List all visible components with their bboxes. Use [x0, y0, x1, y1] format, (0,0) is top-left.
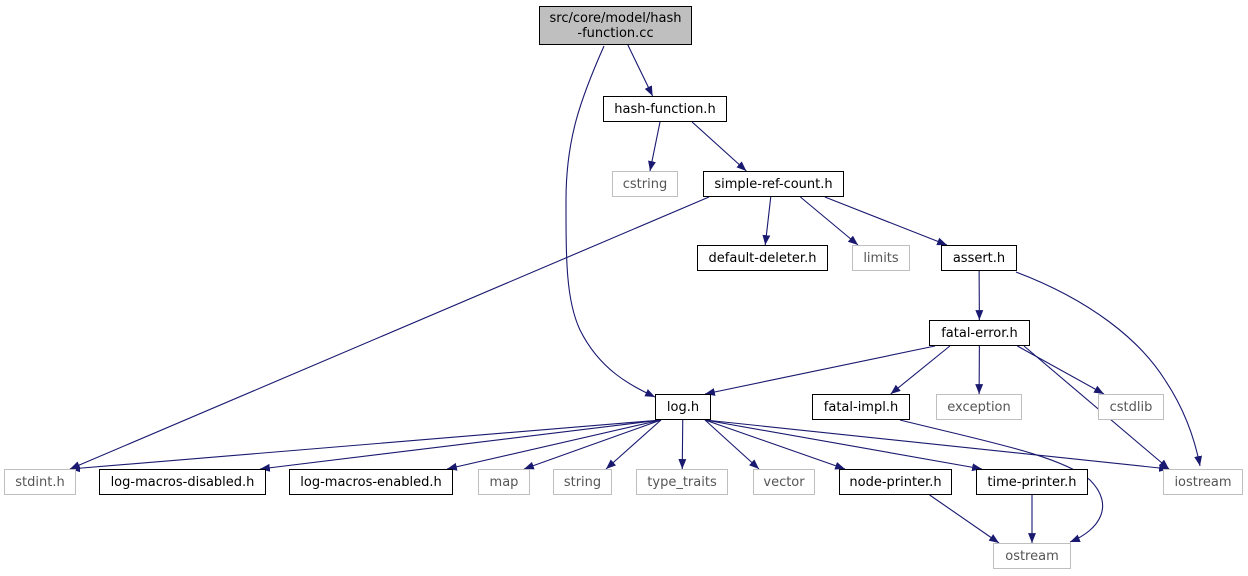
edge-assert-to-iostream — [1015, 271, 1203, 467]
node-fatalimpl[interactable]: fatal-impl.h — [812, 394, 910, 420]
node-logen[interactable]: log-macros-enabled.h — [289, 469, 453, 495]
node-assert[interactable]: assert.h — [941, 245, 1017, 271]
node-label: string — [563, 474, 602, 490]
node-hashfn[interactable]: hash-function.h — [603, 96, 727, 122]
node-label: log-macros-disabled.h — [110, 474, 255, 490]
edge-log-to-stdint — [69, 419, 662, 473]
node-label: cstdlib — [1109, 399, 1153, 415]
node-label: log-macros-enabled.h — [300, 474, 442, 490]
node-label: fatal-impl.h — [823, 399, 899, 415]
node-iostream: iostream — [1163, 469, 1243, 495]
node-label: node-printer.h — [849, 474, 942, 490]
node-deflt[interactable]: default-deleter.h — [697, 245, 828, 271]
edge-log-to-vector — [704, 419, 760, 470]
edge-nodeprinter-to-ostream — [929, 494, 1000, 544]
node-simpleref[interactable]: simple-ref-count.h — [703, 171, 844, 197]
edge-simpleref-to-assert — [824, 196, 948, 246]
node-label: default-deleter.h — [708, 250, 817, 266]
node-cstdlib: cstdlib — [1098, 394, 1164, 420]
node-label: time-printer.h — [987, 474, 1077, 490]
node-map: map — [478, 469, 530, 495]
node-label: hash-function.h — [614, 101, 716, 117]
node-label: assert.h — [952, 250, 1006, 266]
node-stdint: stdint.h — [4, 469, 76, 495]
node-label: vector — [763, 474, 805, 490]
node-exception: exception — [936, 394, 1022, 420]
node-vector: vector — [753, 469, 815, 495]
edge-log-to-logen — [446, 419, 662, 471]
node-typetraits: type_traits — [636, 469, 728, 495]
edge-simpleref-to-stdint — [69, 196, 710, 470]
node-timeprinter[interactable]: time-printer.h — [976, 469, 1088, 495]
node-fatalerr[interactable]: fatal-error.h — [929, 320, 1030, 346]
node-label: src/core/model/hash -function.cc — [549, 10, 682, 41]
edge-root-to-hashfn — [627, 44, 654, 97]
node-limits: limits — [852, 245, 910, 271]
edge-hashfn-to-cstring — [648, 121, 661, 172]
node-label: exception — [947, 399, 1011, 415]
edge-fatalerr-to-iostream — [1023, 345, 1170, 470]
edge-log-to-string — [605, 419, 662, 470]
node-label: limits — [863, 250, 899, 266]
edge-log-to-map — [523, 419, 662, 470]
node-label: stdint.h — [15, 474, 65, 490]
edge-fatalerr-to-log — [704, 345, 936, 396]
edge-hashfn-to-simpleref — [691, 121, 747, 172]
node-label: log.h — [666, 399, 700, 415]
edge-log-to-nodeprinter — [704, 419, 846, 470]
edge-fatalerr-to-fatalimpl — [890, 345, 951, 395]
node-cstring: cstring — [612, 171, 678, 197]
edge-simpleref-to-limits — [800, 196, 859, 246]
edge-simpleref-to-deflt — [762, 196, 772, 246]
node-label: iostream — [1174, 474, 1232, 490]
edge-log-to-iostream — [704, 419, 1170, 472]
node-log[interactable]: log.h — [655, 394, 711, 420]
node-label: ostream — [1005, 548, 1059, 564]
node-logdis[interactable]: log-macros-disabled.h — [99, 469, 266, 495]
node-root[interactable]: src/core/model/hash -function.cc — [539, 6, 692, 45]
edge-root-to-log — [565, 45, 656, 398]
edge-fatalerr-to-cstdlib — [1017, 345, 1105, 395]
edge-log-to-typetraits — [678, 419, 687, 470]
node-label: cstring — [622, 176, 668, 192]
node-label: fatal-error.h — [941, 325, 1018, 341]
node-label: type_traits — [647, 474, 717, 490]
node-label: map — [489, 474, 519, 490]
node-ostream: ostream — [993, 543, 1071, 569]
edge-log-to-timeprinter — [704, 419, 983, 472]
node-string: string — [553, 469, 612, 495]
node-label: simple-ref-count.h — [714, 176, 833, 192]
node-nodeprinter[interactable]: node-printer.h — [839, 469, 952, 495]
edge-log-to-logdis — [259, 419, 662, 472]
